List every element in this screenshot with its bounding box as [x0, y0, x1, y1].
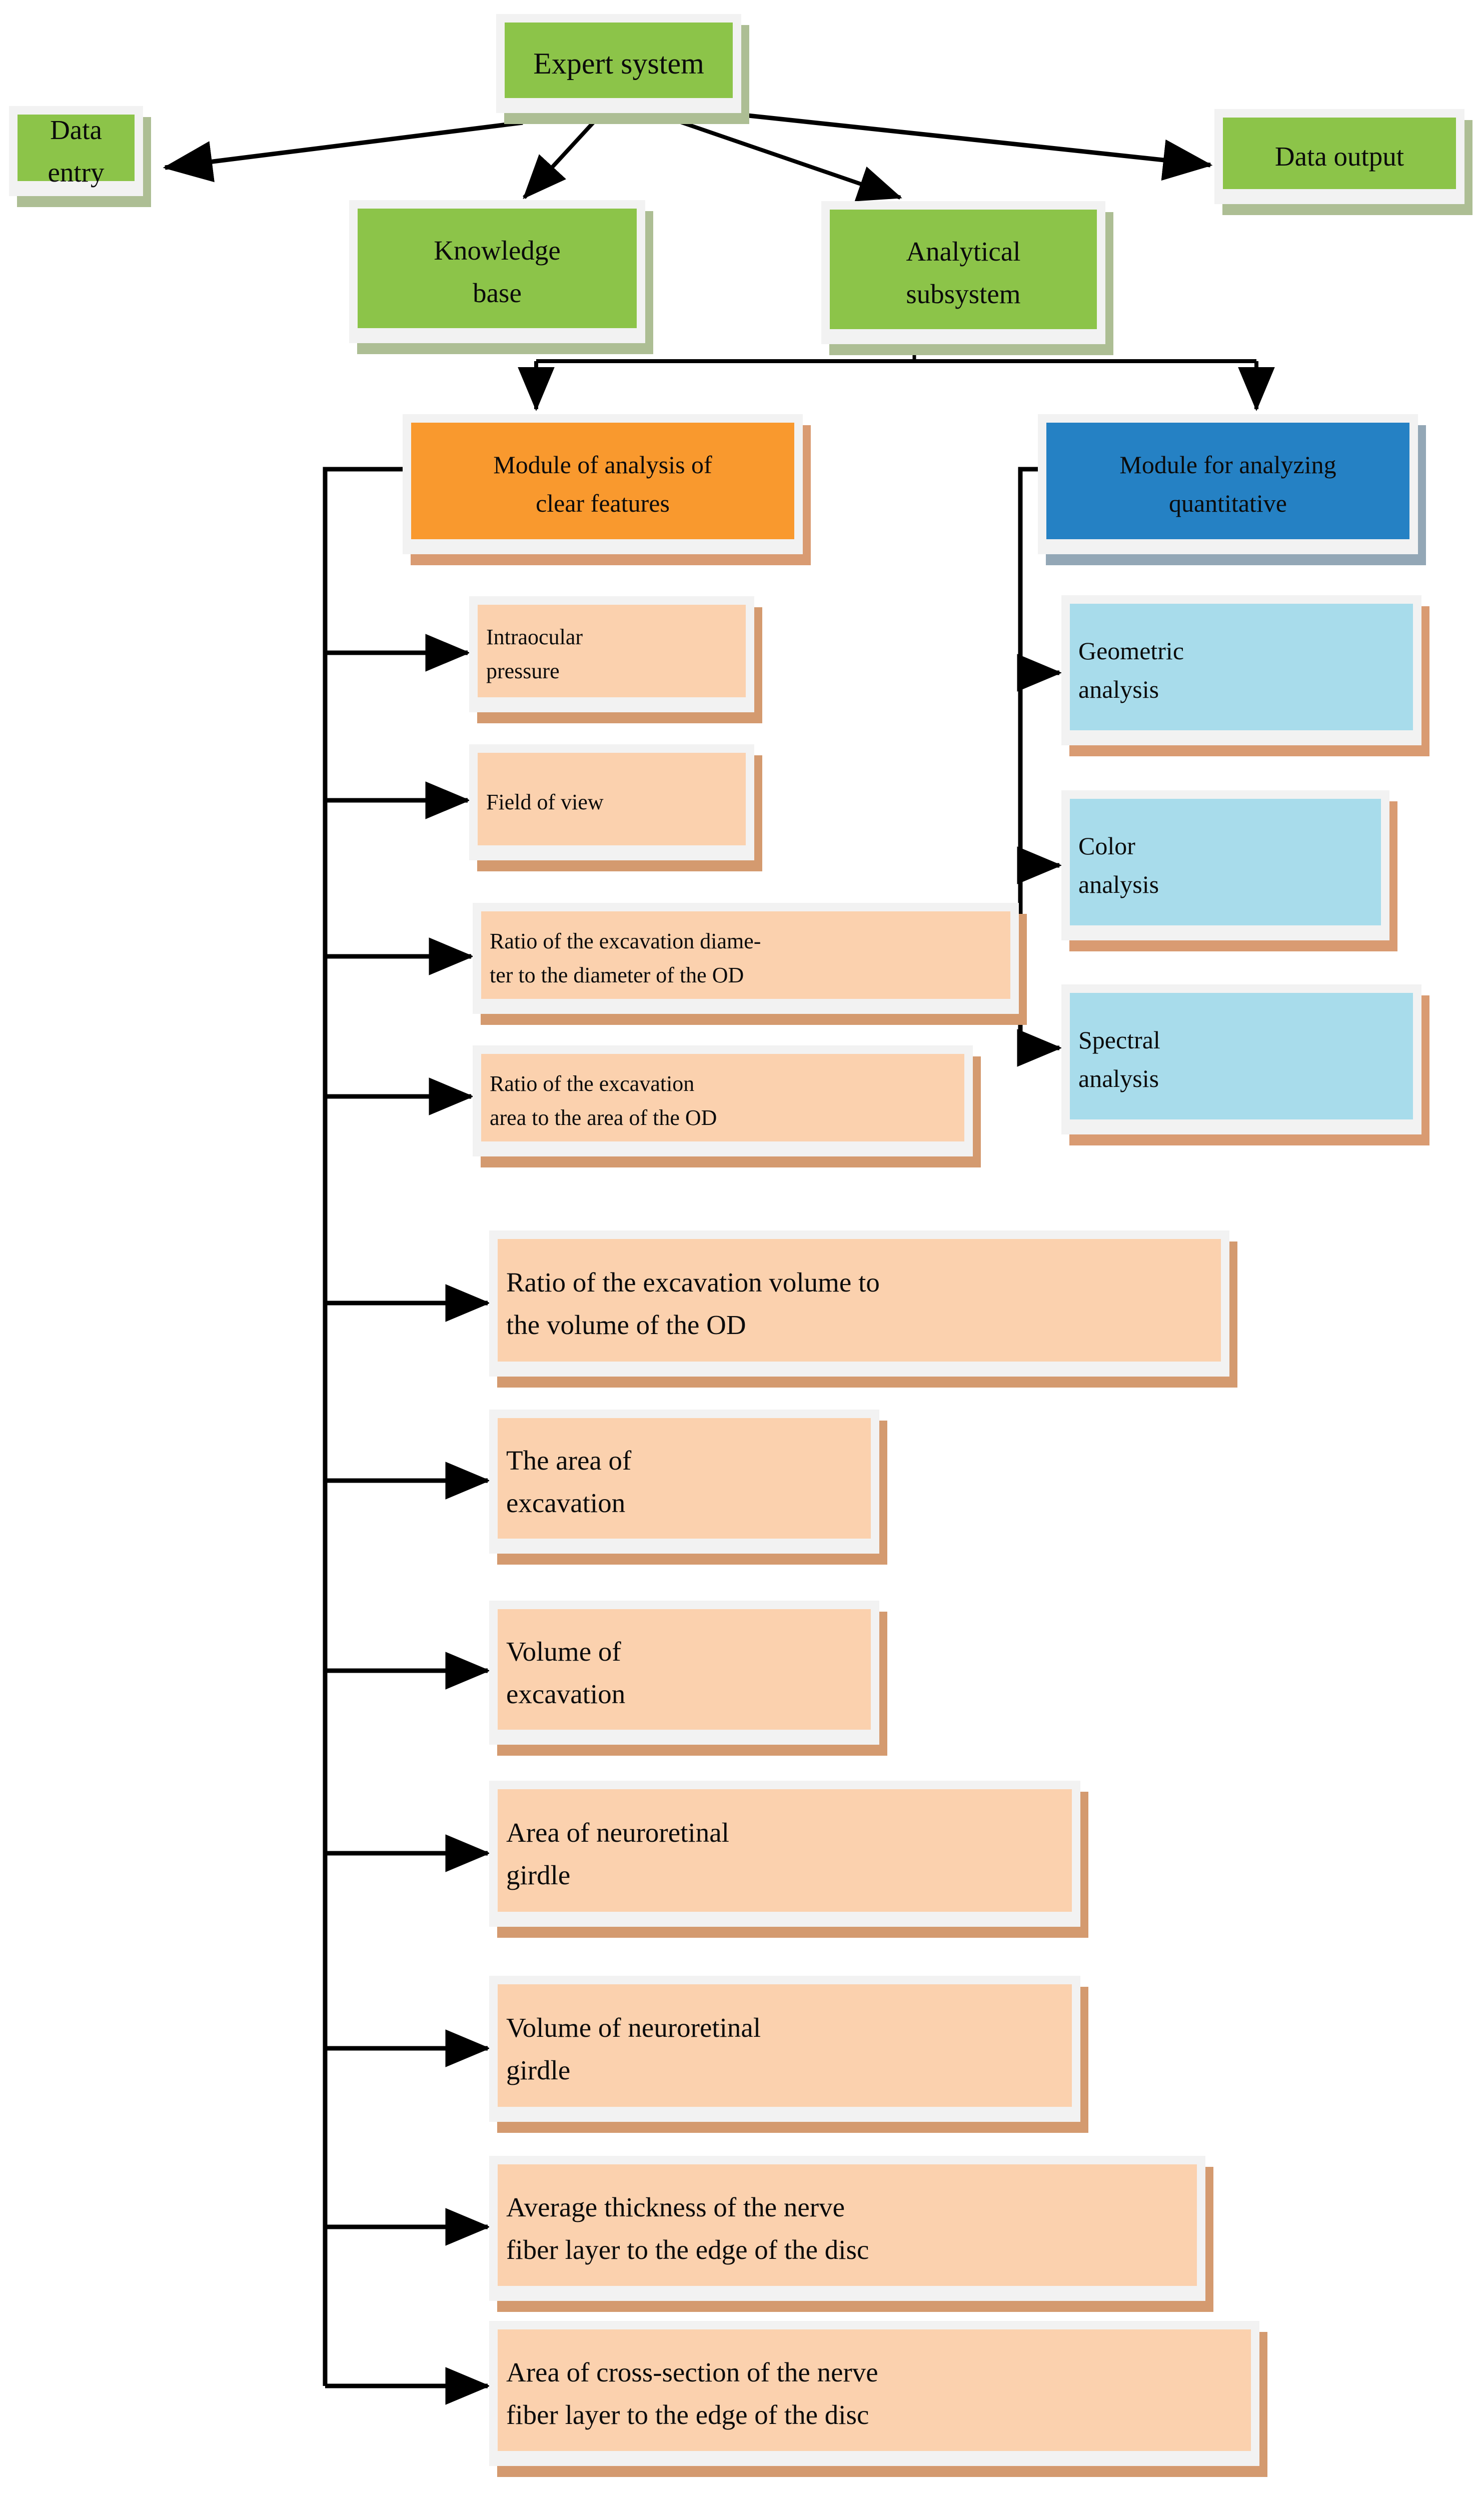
node-label: Volume of neuroretinal girdle — [506, 2012, 761, 2085]
node-fill — [498, 2329, 1251, 2451]
node-knowledge-base[interactable]: Knowledge base — [349, 200, 653, 354]
node-fill — [1070, 993, 1413, 1119]
node-fill — [498, 1789, 1072, 1912]
node-area-neuroretinal-girdle[interactable]: Area of neuroretinal girdle — [489, 1781, 1088, 1938]
node-analytical-subsystem[interactable]: Analytical subsystem — [821, 201, 1113, 355]
node-fill — [18, 115, 135, 181]
node-data-output[interactable]: Data output — [1214, 109, 1472, 215]
node-label: Expert system — [533, 47, 704, 80]
node-color-analysis[interactable]: Color analysis — [1061, 790, 1397, 951]
node-label: Geometric analysis — [1078, 636, 1184, 704]
edge-expert-to-data-output — [720, 110, 1213, 181]
edge-expert-to-data-entry — [163, 120, 523, 183]
edge-left-trunk — [323, 467, 403, 2386]
node-spectral-analysis[interactable]: Spectral analysis — [1061, 984, 1429, 1145]
node-label: Ratio of the excavation area to the area… — [490, 1071, 717, 1130]
node-label: Module for analyzing quantitative — [1119, 450, 1336, 518]
node-label: Spectral analysis — [1078, 1025, 1160, 1093]
node-fill — [358, 209, 637, 328]
node-area-cross-section-nerve-fiber-layer[interactable]: Area of cross-section of the nerve fiber… — [489, 2321, 1267, 2477]
node-ratio-excavation-volume[interactable]: Ratio of the excavation volume to the vo… — [489, 1230, 1237, 1388]
node-ratio-excavation-area[interactable]: Ratio of the excavation area to the area… — [473, 1045, 981, 1167]
node-label: Area of neuroretinal girdle — [506, 1817, 729, 1890]
node-label: Module of analysis of clear features — [493, 450, 712, 518]
node-fill — [1070, 799, 1381, 925]
node-fill — [498, 2164, 1197, 2286]
node-label: Data entry — [48, 114, 105, 188]
node-expert-system[interactable]: Expert system — [496, 14, 749, 124]
node-ratio-excavation-diameter[interactable]: Ratio of the excavation diame- ter to th… — [473, 903, 1027, 1025]
node-field-of-view[interactable]: Field of view — [469, 744, 762, 871]
node-fill — [1223, 118, 1456, 189]
node-fill — [505, 23, 733, 98]
node-module-clear-features[interactable]: Module of analysis of clear features — [403, 414, 811, 565]
node-label: Data output — [1274, 141, 1404, 172]
node-volume-of-excavation[interactable]: Volume of excavation — [489, 1601, 887, 1756]
node-volume-neuroretinal-girdle[interactable]: Volume of neuroretinal girdle — [489, 1976, 1088, 2133]
node-label: Area of cross-section of the nerve fiber… — [506, 2356, 878, 2430]
node-label: The area of excavation — [506, 1445, 632, 1518]
node-intraocular-pressure[interactable]: Intraocular pressure — [469, 596, 762, 723]
node-fill — [498, 1239, 1221, 1362]
node-fill — [498, 1609, 871, 1730]
node-fill — [830, 210, 1097, 329]
node-fill — [481, 1054, 964, 1141]
node-label: Knowledge base — [434, 235, 561, 308]
node-label: Ratio of the excavation volume to the vo… — [506, 1267, 880, 1340]
node-label: Analytical subsystem — [906, 236, 1021, 309]
node-area-of-excavation[interactable]: The area of excavation — [489, 1410, 887, 1565]
node-label: Color analysis — [1078, 831, 1159, 899]
node-label: Average thickness of the nerve fiber lay… — [506, 2191, 869, 2265]
node-fill — [1070, 604, 1413, 730]
node-label: Ratio of the excavation diame- ter to th… — [490, 928, 761, 987]
node-fill — [411, 423, 794, 539]
node-fill — [498, 1418, 871, 1539]
node-label: Intraocular pressure — [486, 624, 583, 683]
node-label: Field of view — [486, 789, 604, 814]
node-fill — [481, 911, 1010, 999]
edge-expert-to-knowledge-base — [523, 114, 602, 199]
edge-expert-to-analytical-subsystem — [659, 113, 902, 202]
node-label: Volume of excavation — [506, 1636, 626, 1709]
node-fill — [498, 1984, 1072, 2107]
node-data-entry[interactable]: Data entry — [9, 106, 151, 207]
node-fill — [478, 605, 746, 697]
node-avg-thickness-nerve-fiber-layer[interactable]: Average thickness of the nerve fiber lay… — [489, 2156, 1213, 2312]
node-fill — [478, 753, 746, 845]
node-fill — [1046, 423, 1409, 539]
node-geometric-analysis[interactable]: Geometric analysis — [1061, 595, 1429, 756]
node-module-quantitative[interactable]: Module for analyzing quantitative — [1038, 414, 1426, 565]
